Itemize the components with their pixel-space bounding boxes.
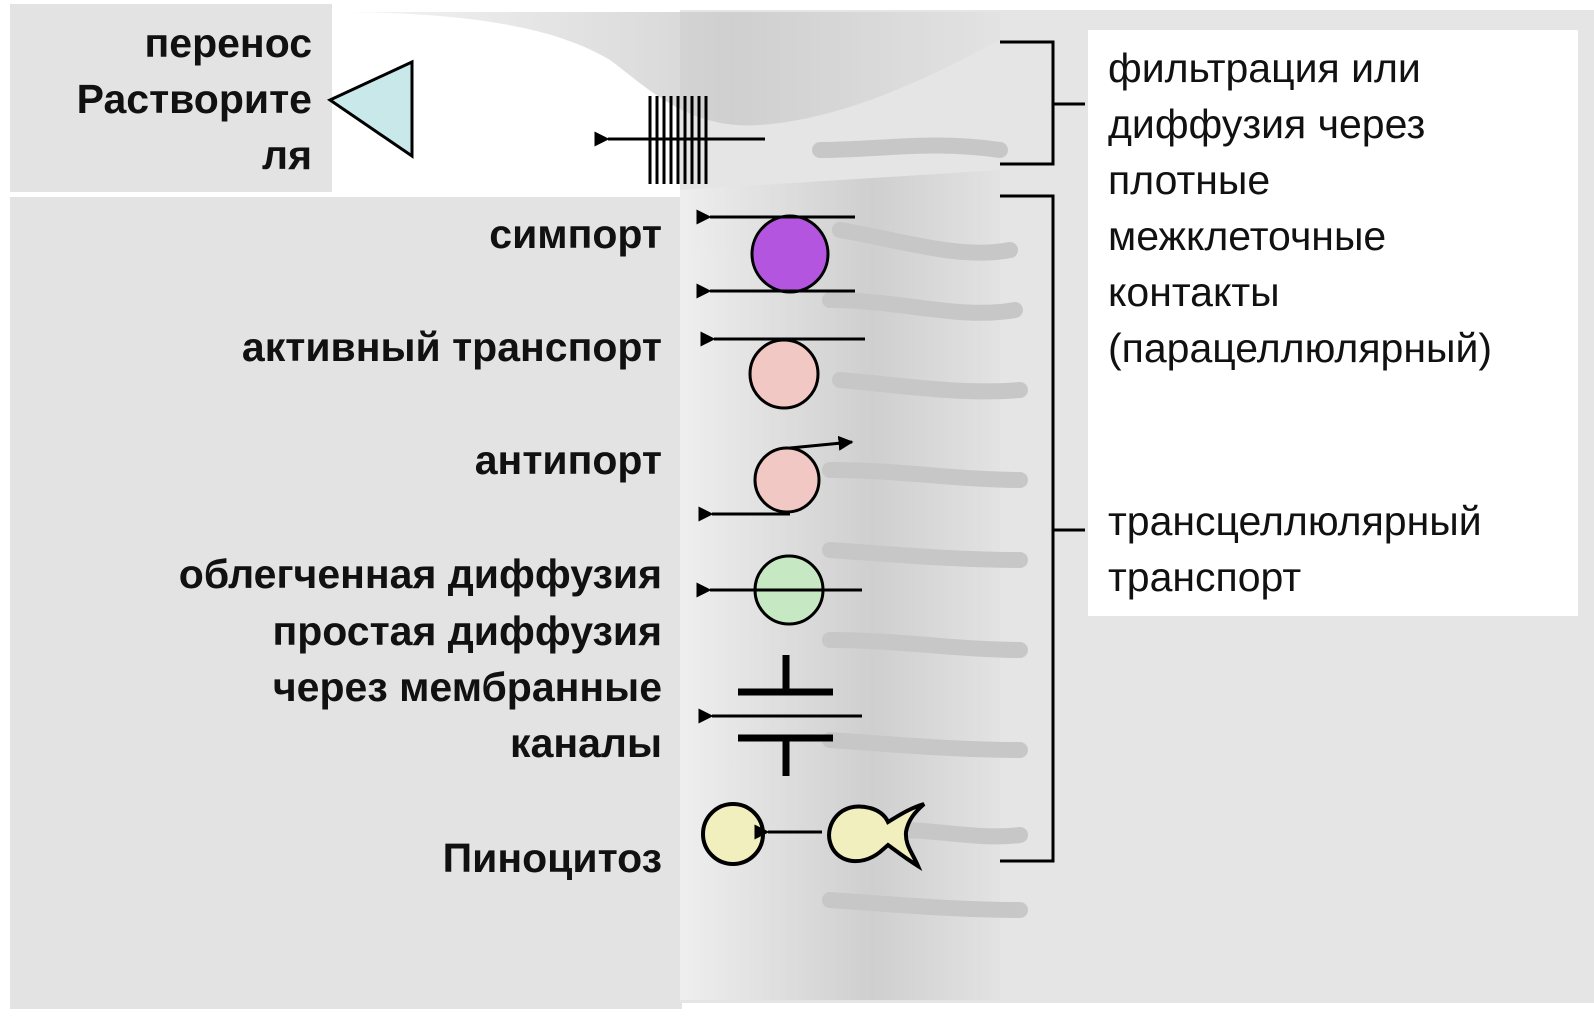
label-pinocytosis: Пиноцитоз xyxy=(10,830,662,886)
paracellular-bracket xyxy=(1000,42,1053,164)
text-transcellular: трансцеллюлярный транспорт xyxy=(1108,493,1578,605)
label-solvent-transfer: перенос Растворите ля xyxy=(10,15,312,183)
active-transport-carrier-icon xyxy=(750,340,818,408)
antiport-carrier-icon xyxy=(755,448,819,512)
label-membrane-channels: простая диффузия через мембранные каналы xyxy=(10,603,662,771)
label-antiport: антипорт xyxy=(10,432,662,488)
pinocytosis-vesicle-icon xyxy=(703,804,763,864)
text-paracellular: фильтрация или диффузия через плотные ме… xyxy=(1108,40,1578,376)
symport-carrier-icon xyxy=(752,216,828,292)
label-facilitated-diffusion: облегченная диффузия xyxy=(10,546,662,602)
transcellular-bracket xyxy=(1000,196,1053,861)
label-symport: симпорт xyxy=(10,206,662,262)
label-active-transport: активный транспорт xyxy=(10,319,662,375)
solvent-transfer-triangle-icon xyxy=(330,62,412,156)
